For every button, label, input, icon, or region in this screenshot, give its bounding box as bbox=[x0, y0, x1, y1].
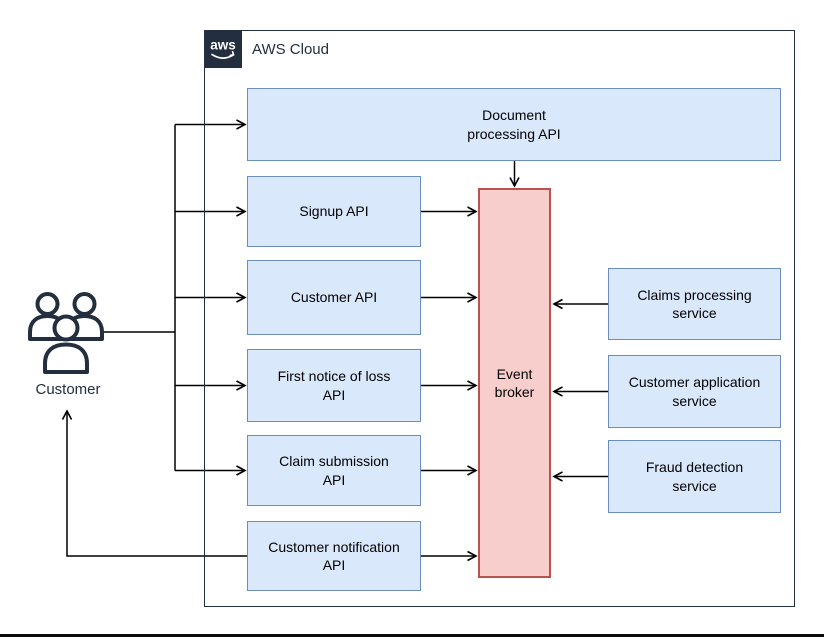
node-signup-api: Signup API bbox=[247, 176, 421, 247]
bottom-divider-line bbox=[0, 634, 824, 637]
node-customer-application-service: Customer application service bbox=[608, 355, 781, 428]
aws-cloud-title: AWS Cloud bbox=[252, 41, 329, 58]
node-first-notice-of-loss-api: First notice of loss API bbox=[247, 349, 421, 422]
node-label: Customer application service bbox=[628, 374, 761, 409]
node-fraud-detection-service: Fraud detection service bbox=[608, 440, 781, 513]
node-label: First notice of loss API bbox=[277, 368, 391, 403]
node-label: Claim submission API bbox=[279, 453, 389, 488]
node-customer-api: Customer API bbox=[247, 260, 421, 335]
aws-cloud-container bbox=[204, 30, 795, 607]
customer-users-icon bbox=[28, 292, 104, 374]
customer-label: Customer bbox=[35, 381, 101, 398]
node-label: Customer notification API bbox=[268, 538, 400, 573]
node-event-broker: Event broker bbox=[478, 188, 551, 578]
aws-logo-icon: aws bbox=[204, 30, 242, 68]
node-customer-notification-api: Customer notification API bbox=[247, 521, 421, 591]
node-label: Signup API bbox=[299, 203, 369, 220]
node-label: Fraud detection service bbox=[645, 459, 744, 494]
node-label: Event broker bbox=[494, 365, 535, 400]
node-label: Document processing API bbox=[467, 107, 561, 142]
node-label: Customer API bbox=[290, 289, 378, 306]
node-claim-submission-api: Claim submission API bbox=[247, 435, 421, 506]
node-claims-processing-service: Claims processing service bbox=[608, 268, 781, 340]
node-label: Claims processing service bbox=[637, 286, 752, 321]
node-document-processing-api: Document processing API bbox=[247, 88, 781, 161]
svg-text:aws: aws bbox=[210, 38, 236, 53]
